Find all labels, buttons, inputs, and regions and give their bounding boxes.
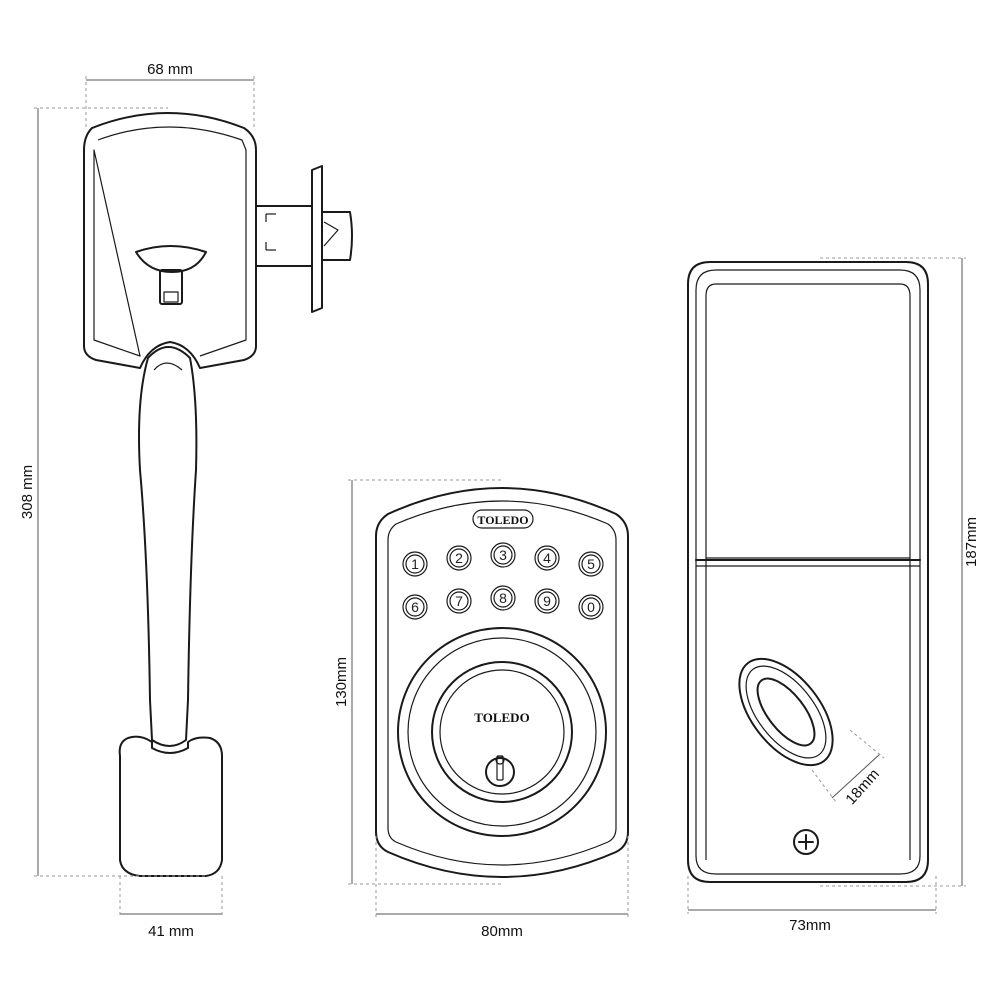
keypad-dimensions: 130mm 80mm — [333, 479, 629, 940]
thumbturn-size-label: 18mm — [842, 766, 883, 808]
keypad-key-4: 4 — [534, 545, 560, 571]
keypad-key-label: 5 — [587, 556, 595, 572]
keypad-key-5: 5 — [578, 551, 604, 577]
handle-grip — [138, 346, 198, 747]
cylinder-rose-inner — [431, 661, 573, 803]
keypad-key-2: 2 — [446, 545, 472, 571]
interior-width-label: 73mm — [789, 917, 831, 934]
keypad-key-label: 4 — [543, 550, 551, 566]
handleset-width-label: 68 mm — [147, 61, 193, 78]
latch-bolt — [255, 165, 353, 313]
handle-grip-width-label: 41 mm — [148, 923, 194, 940]
thumb-piece — [135, 245, 207, 273]
battery-cover — [705, 283, 911, 559]
cylinder-rose-outer — [397, 627, 607, 837]
interior-outer-case — [687, 261, 929, 883]
handleset-escutcheon-inner — [93, 126, 247, 357]
keypad-key-label: 2 — [455, 550, 463, 566]
interior-dimensions: 187mm 73mm 18mm — [687, 257, 980, 934]
handleset-drawing — [83, 112, 353, 877]
keypad-key-label: 1 — [411, 556, 419, 572]
keypad-key-9: 9 — [534, 588, 560, 614]
keypad-key-label: 6 — [411, 599, 419, 615]
keypad-key-3: 3 — [490, 542, 516, 568]
cylinder-rose-ring — [407, 637, 597, 827]
handleset-height-label: 308 mm — [19, 465, 36, 519]
interior-inner-case — [695, 269, 921, 875]
keypad-width-label: 80mm — [481, 923, 523, 940]
keypad-key-1: 1 — [402, 551, 428, 577]
interior-unit-drawing — [687, 261, 929, 883]
keypad-key-label: 3 — [499, 547, 507, 563]
handleset-escutcheon — [83, 112, 257, 369]
keypad-inner-plate — [387, 500, 617, 866]
keypad-height-label: 130mm — [333, 657, 350, 707]
keypad-outer-plate — [375, 487, 629, 878]
keypad-logo: TOLEDO — [477, 513, 528, 527]
keyhole-icon — [485, 755, 515, 787]
cylinder-logo: TOLEDO — [474, 710, 529, 725]
keypad-logo-badge — [472, 509, 534, 529]
keypad-drawing: TOLEDO 1 2 3 4 5 6 7 8 9 0 TOLEDO — [375, 487, 629, 878]
keypad-key-label: 8 — [499, 590, 507, 606]
keypad-key-label: 7 — [455, 593, 463, 609]
keypad-key-8: 8 — [490, 585, 516, 611]
keypad-key-0: 0 — [578, 594, 604, 620]
handle-bottom-block — [118, 735, 223, 877]
keypad-key-6: 6 — [402, 594, 428, 620]
thumb-piece-stem — [159, 269, 183, 305]
keypad-keys: 1 2 3 4 5 6 7 8 9 0 — [402, 542, 604, 620]
keypad-key-label: 9 — [543, 593, 551, 609]
keypad-key-label: 0 — [587, 599, 595, 615]
handleset-dimensions: 68 mm 308 mm 41 mm — [19, 61, 255, 940]
thumb-turn — [738, 657, 834, 767]
interior-height-label: 187mm — [963, 517, 980, 567]
keypad-key-7: 7 — [446, 588, 472, 614]
screw-icon — [793, 829, 819, 855]
